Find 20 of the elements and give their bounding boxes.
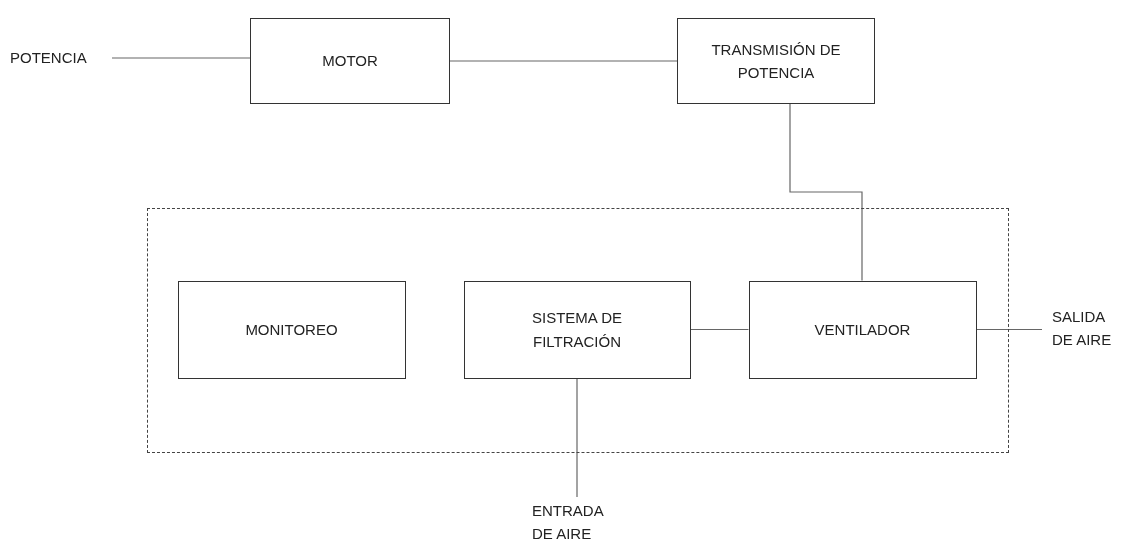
text-label: POTENCIA — [8, 46, 106, 70]
process-box — [250, 18, 450, 104]
process-box — [463, 280, 691, 379]
connector-line — [111, 57, 251, 59]
box-label: MOTOR — [322, 51, 378, 72]
text-label: SALIDA DE AIRE — [1050, 303, 1130, 353]
process-box — [177, 280, 406, 379]
dashed-boundary-box — [147, 208, 1009, 453]
process-box — [748, 280, 977, 379]
connector-line — [689, 328, 750, 331]
connector-line — [975, 328, 1043, 331]
text-label: ENTRADA DE AIRE — [530, 497, 626, 547]
box-label: TRANSMISIÓN DE POTENCIA — [710, 39, 842, 83]
box-label: SISTEMA DE FILTRACIÓN — [531, 308, 623, 352]
box-label: VENTILADOR — [814, 319, 911, 340]
process-box — [677, 18, 875, 104]
connector-line — [789, 103, 863, 282]
connector-line — [576, 377, 578, 498]
connector-line — [449, 60, 678, 62]
box-label: MONITOREO — [245, 319, 338, 340]
